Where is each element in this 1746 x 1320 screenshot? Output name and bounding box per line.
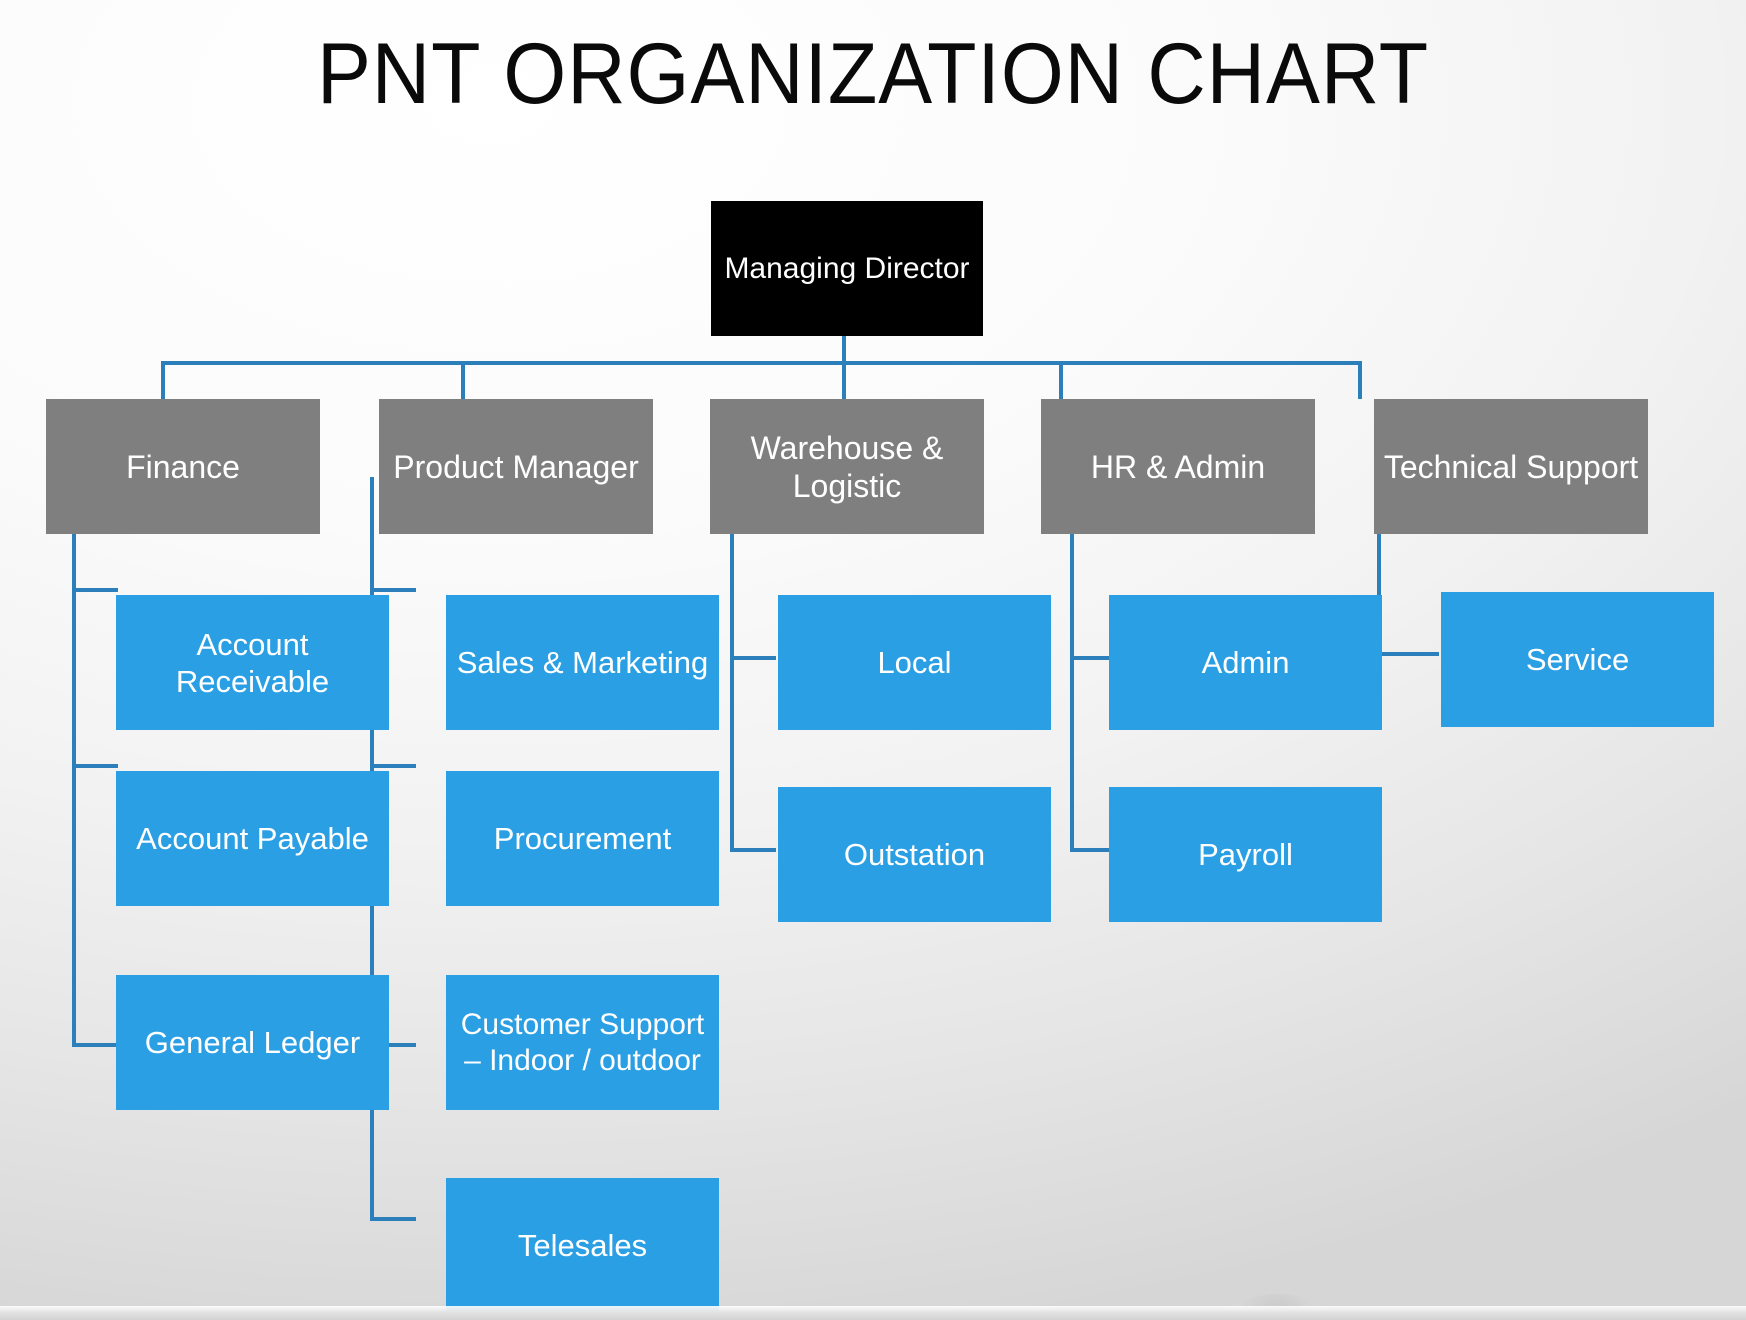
connector-ts-child-1	[1377, 652, 1439, 656]
node-technical-support-label: Technical Support	[1383, 448, 1639, 485]
node-finance[interactable]: Finance	[46, 399, 320, 534]
node-procurement[interactable]: Procurement	[446, 771, 719, 906]
connector-warehouse-spine	[730, 477, 734, 850]
node-admin-label: Admin	[1201, 645, 1290, 680]
connector-warehouse-child-2	[730, 848, 776, 852]
connector-drop-technical-support	[1358, 361, 1362, 399]
node-procurement-label: Procurement	[493, 821, 672, 856]
page-title: PNT ORGANIZATION CHART	[316, 26, 1430, 122]
node-customer-support[interactable]: Customer Support – Indoor / outdoor	[446, 975, 719, 1110]
connector-finance-child-3	[72, 1043, 118, 1047]
node-finance-label: Finance	[126, 448, 240, 485]
node-outstation[interactable]: Outstation	[778, 787, 1051, 922]
node-managing-director-label: Managing Director	[724, 251, 970, 285]
node-sales-marketing[interactable]: Sales & Marketing	[446, 595, 719, 730]
connector-pm-child-3	[370, 1043, 416, 1047]
node-service[interactable]: Service	[1441, 592, 1714, 727]
node-hr-admin-label: HR & Admin	[1090, 448, 1266, 485]
connector-root-bus	[161, 361, 1362, 365]
connector-ts-spine	[1377, 477, 1381, 656]
node-warehouse-logistic-label: Warehouse & Logistic	[750, 429, 944, 504]
connector-hr-child-2	[1070, 848, 1109, 852]
node-technical-support[interactable]: Technical Support	[1374, 399, 1648, 534]
node-telesales-label: Telesales	[517, 1228, 648, 1263]
connector-drop-finance	[161, 361, 165, 399]
connector-drop-product-manager	[461, 361, 465, 399]
node-account-payable[interactable]: Account Payable	[116, 771, 389, 906]
node-managing-director[interactable]: Managing Director	[711, 201, 983, 336]
node-local-label: Local	[877, 645, 952, 680]
node-product-manager[interactable]: Product Manager	[379, 399, 653, 534]
connector-root-stem	[842, 336, 846, 365]
node-general-ledger[interactable]: General Ledger	[116, 975, 389, 1110]
connector-warehouse-child-1	[730, 656, 776, 660]
node-local[interactable]: Local	[778, 595, 1051, 730]
connector-finance-child-1	[72, 588, 118, 592]
connector-hr-child-1	[1070, 656, 1109, 660]
node-telesales[interactable]: Telesales	[446, 1178, 719, 1313]
connector-drop-warehouse	[842, 361, 846, 399]
node-product-manager-label: Product Manager	[393, 448, 639, 485]
node-general-ledger-label: General Ledger	[144, 1025, 361, 1060]
connector-finance-spine	[72, 477, 76, 1047]
node-hr-admin[interactable]: HR & Admin	[1041, 399, 1315, 534]
connector-pm-child-4	[370, 1217, 416, 1221]
connector-drop-hr-admin	[1059, 361, 1063, 399]
node-warehouse-logistic[interactable]: Warehouse & Logistic	[710, 399, 984, 534]
connector-finance-child-2	[72, 764, 118, 768]
slide-bottom-shadow	[1222, 1294, 1332, 1320]
connector-pm-child-2	[370, 764, 416, 768]
node-payroll[interactable]: Payroll	[1109, 787, 1382, 922]
node-account-payable-label: Account Payable	[136, 821, 369, 856]
node-outstation-label: Outstation	[843, 837, 986, 872]
connector-pm-child-1	[370, 588, 416, 592]
node-service-label: Service	[1525, 642, 1630, 677]
node-customer-support-label: Customer Support – Indoor / outdoor	[460, 1007, 705, 1077]
connector-hr-spine	[1070, 477, 1074, 850]
node-account-receivable[interactable]: Account Receivable	[116, 595, 389, 730]
node-admin[interactable]: Admin	[1109, 595, 1382, 730]
node-account-receivable-label: Account Receivable	[175, 626, 330, 699]
node-sales-marketing-label: Sales & Marketing	[456, 645, 709, 680]
node-payroll-label: Payroll	[1198, 837, 1293, 872]
